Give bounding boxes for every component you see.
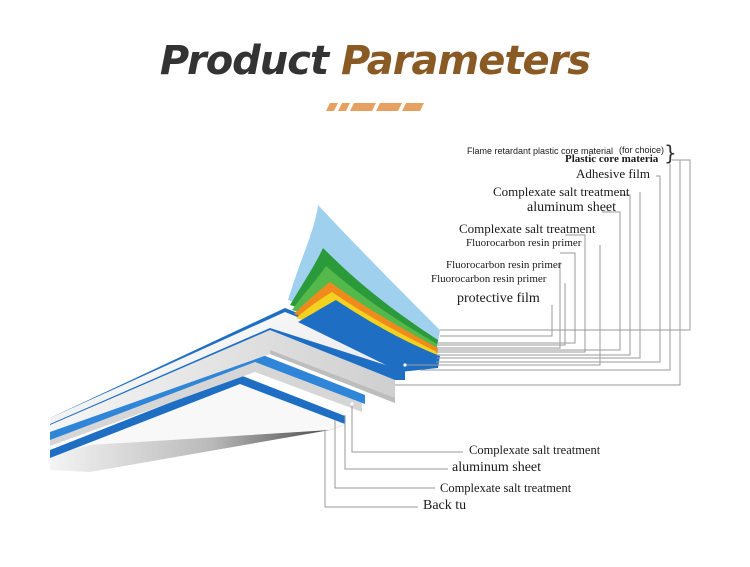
label-flame-retardant: Flame retardant plastic core material [467, 146, 614, 156]
label-back-coating: Back tu [423, 498, 467, 513]
title-accent-stripes [326, 103, 424, 111]
label-fluorocarbon-2: Fluorocarbon resin primer [446, 259, 562, 271]
label-fluorocarbon-1: Fluorocarbon resin primer [466, 237, 582, 249]
upper-white-face [50, 312, 405, 424]
label-complexate-4: Complexate salt treatment [440, 481, 572, 495]
label-complexate-2: Complexate salt treatment [459, 221, 596, 236]
label-adhesive-film: Adhesive film [576, 166, 651, 181]
back-coating-layer [50, 375, 345, 458]
page-title: Product Parameters [0, 38, 750, 84]
core-material-layer [50, 330, 395, 432]
label-for-choice: (for choice) [619, 145, 665, 155]
light-blue-protective-layer [288, 205, 440, 350]
label-aluminum-sheet: aluminum sheet [527, 200, 617, 215]
core-edge-shadow [270, 350, 395, 403]
panel-bottom-face [50, 380, 345, 455]
lower-aluminum-layer [50, 358, 362, 446]
top-blue-layer [298, 300, 440, 372]
label-complexate-1: Complexate salt treatment [493, 184, 630, 199]
label-complexate-3: Complexate salt treatment [469, 443, 601, 457]
brace-icon: } [664, 141, 677, 165]
label-fluorocarbon-3: Fluorocarbon resin primer [431, 273, 547, 285]
label-aluminum-sheet-2: aluminum sheet [452, 460, 542, 475]
label-plastic-core: Plastic core materia [565, 153, 659, 165]
label-protective-film: protective film [457, 291, 540, 306]
title-word-parameters: Parameters [341, 38, 591, 84]
title-word-product: Product [159, 38, 329, 84]
